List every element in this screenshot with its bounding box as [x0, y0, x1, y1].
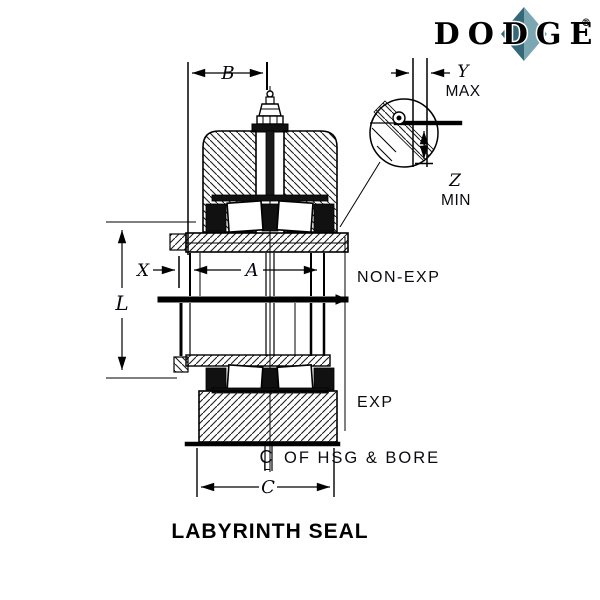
logo-diamond-left-facet	[501, 7, 524, 61]
centerline-note: C L OF HSG & BORE	[260, 447, 440, 473]
shaft-mid-section	[157, 253, 349, 356]
centerline-symbol-l: L	[263, 457, 271, 473]
expansion-label: EXP	[357, 394, 394, 411]
logo-registered-mark: ®	[581, 18, 591, 29]
dim-c-label: C	[261, 477, 275, 498]
logo-wordmark: DODGE	[434, 17, 600, 52]
dim-a-label: A	[244, 260, 259, 281]
dim-b-label: B	[220, 63, 234, 84]
race-band-upper	[169, 232, 349, 253]
grease-fitting	[251, 90, 289, 133]
bearing-rollers-lower	[205, 363, 335, 394]
bearing-rollers-upper	[205, 194, 335, 234]
dimension-x	[153, 256, 180, 288]
dodge-logo: DODGE ®	[432, 7, 600, 61]
centerline-text: OF HSG & BORE	[284, 449, 440, 467]
race-band-lower	[173, 354, 331, 373]
centerline-symbol-c: C	[260, 447, 273, 467]
housing-bottom	[184, 390, 341, 471]
dim-z-label: Z	[448, 171, 462, 191]
dimension-b	[187, 62, 268, 255]
dim-y-max-label: MAX	[445, 83, 480, 100]
dimension-l	[106, 221, 196, 379]
dim-x-label: X	[135, 261, 150, 281]
drawing-title: LABYRINTH SEAL	[171, 520, 368, 543]
dim-l-label: L	[114, 291, 128, 315]
detail-circle	[369, 98, 439, 168]
logo-diamond-right-facet	[524, 7, 547, 61]
dim-z-min-label: MIN	[441, 192, 471, 209]
non-expansion-label: NON-EXP	[357, 269, 440, 286]
dim-y-label: Y	[457, 62, 470, 82]
dimension-c	[196, 448, 335, 497]
detail-leader-line	[339, 161, 381, 228]
